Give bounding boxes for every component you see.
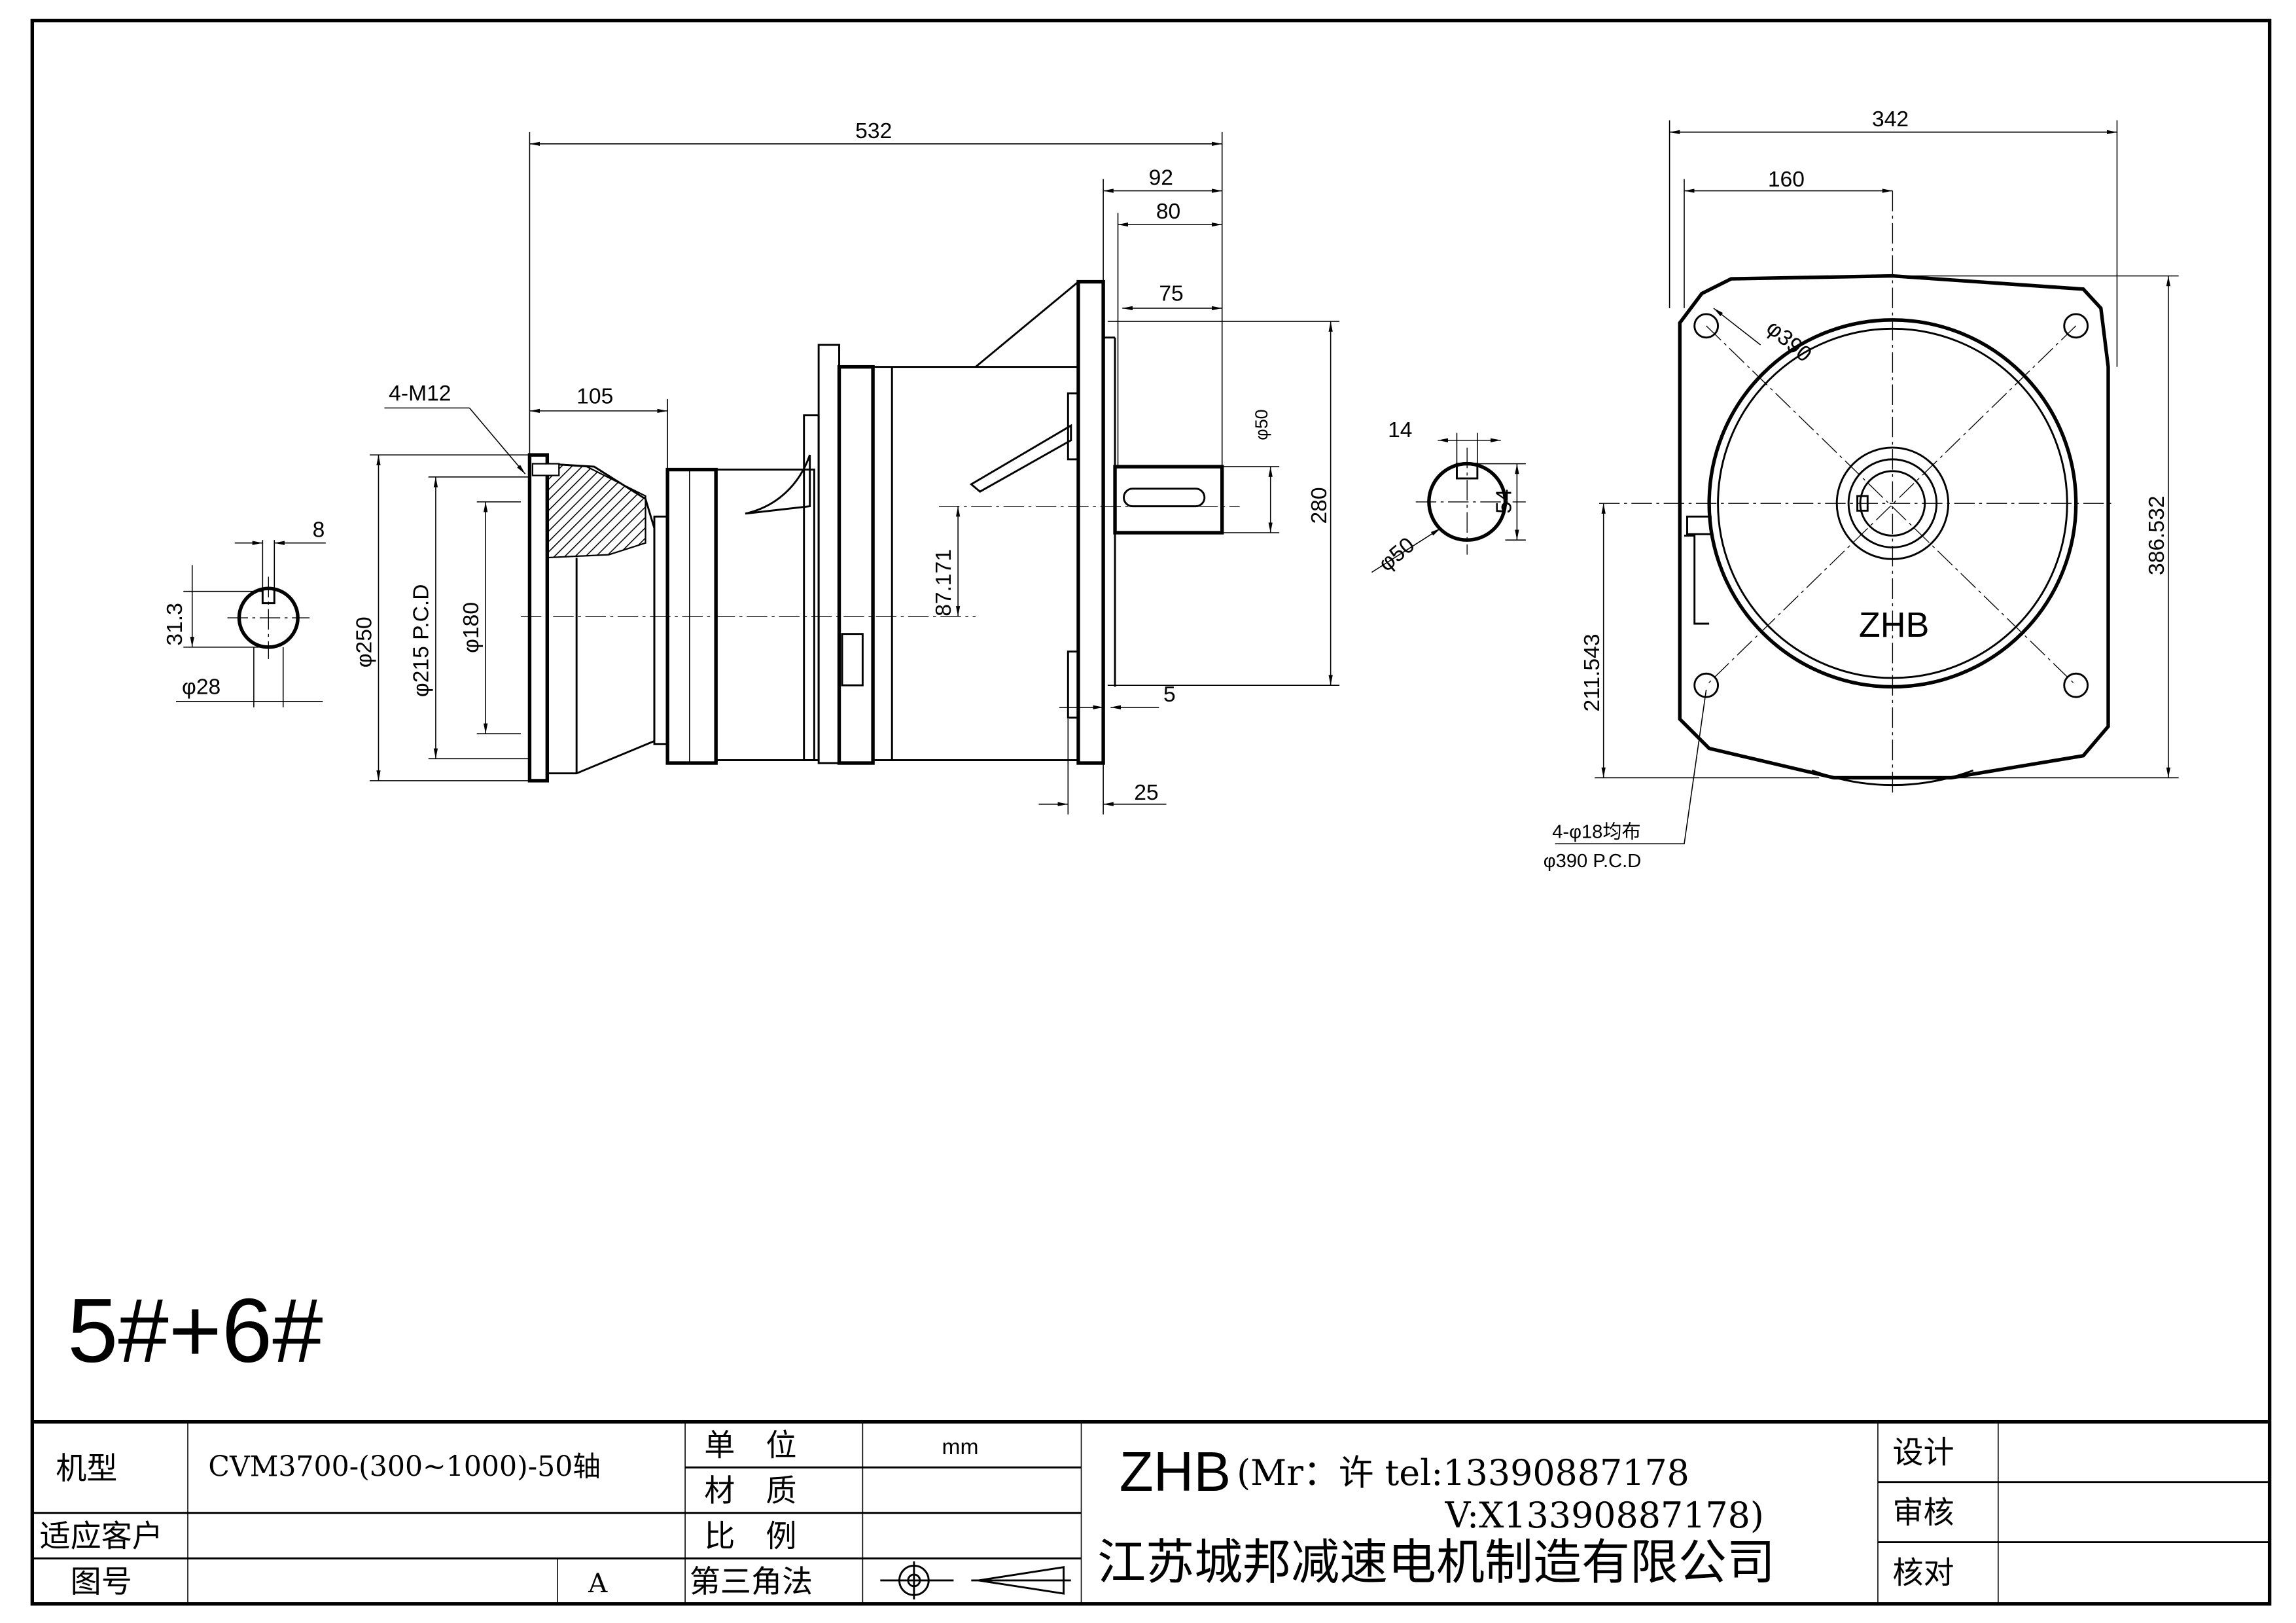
dim-offset-87: 87.171 bbox=[932, 549, 956, 616]
title-block: 机型 CVM3700-(300~1000)-50轴 适应客户 图号 A 单 位 … bbox=[32, 1420, 2270, 1604]
dim-center-height-211: 211.543 bbox=[1580, 633, 1604, 711]
third-angle-projection-icon bbox=[880, 1561, 1071, 1600]
dim-shaft-dia: φ50 bbox=[1252, 409, 1271, 440]
dim-half-width-160: 160 bbox=[1768, 168, 1805, 192]
dim-dia-250: φ250 bbox=[352, 616, 376, 668]
dim-dia-390: φ390 bbox=[1761, 315, 1816, 366]
holes-pcd-label: φ390 P.C.D bbox=[1544, 851, 1642, 872]
input-shaft-view: 8 31.3 φ28 bbox=[163, 518, 326, 707]
company-name: 江苏城邦减速电机制造有限公司 bbox=[1097, 1535, 1775, 1591]
revision: A bbox=[588, 1568, 608, 1599]
dim-dia-215-pcd: φ215 P.C.D bbox=[410, 584, 434, 698]
material-label: 材 质 bbox=[704, 1473, 796, 1509]
drawing-frame bbox=[30, 18, 2272, 1606]
dim-105: 105 bbox=[576, 385, 613, 409]
input-key-width: 8 bbox=[313, 518, 325, 543]
design-label: 设计 bbox=[1892, 1435, 1954, 1471]
side-view: 532 92 80 75 105 4-M12 φ250 φ215 P.C.D φ… bbox=[352, 119, 1340, 815]
dim-75: 75 bbox=[1159, 282, 1183, 306]
dim-5: 5 bbox=[1163, 683, 1176, 707]
unit-value: mm bbox=[942, 1435, 978, 1459]
check-label: 核对 bbox=[1892, 1555, 1954, 1591]
projection-label: 第三角法 bbox=[690, 1564, 813, 1600]
thread-label: 4-M12 bbox=[389, 382, 451, 406]
review-label: 审核 bbox=[1892, 1495, 1954, 1531]
section-key-height: 54 bbox=[1492, 489, 1516, 513]
dim-width-342: 342 bbox=[1872, 107, 1909, 132]
model-value: CVM3700-(300~1000)-50轴 bbox=[208, 1451, 601, 1484]
section-shaft-dia: φ50 bbox=[1374, 533, 1419, 576]
contact-line-1: (Mr：许 tel:13390887178 bbox=[1237, 1452, 1689, 1493]
dim-280: 280 bbox=[1307, 487, 1332, 524]
dim-height-386: 386.532 bbox=[2145, 495, 2169, 575]
scale-label: 比 例 bbox=[704, 1518, 796, 1554]
section-key-width: 14 bbox=[1388, 418, 1412, 442]
model-label: 机型 bbox=[56, 1451, 117, 1487]
brand: ZHB bbox=[1120, 1441, 1231, 1503]
customer-label: 适应客户 bbox=[40, 1518, 163, 1554]
input-shaft-dia: φ28 bbox=[182, 675, 221, 700]
dim-80: 80 bbox=[1156, 200, 1180, 224]
holes-label: 4-φ18均布 bbox=[1552, 821, 1640, 842]
dim-25: 25 bbox=[1134, 781, 1158, 805]
drawing-no-label: 图号 bbox=[71, 1564, 132, 1600]
input-key-height: 31.3 bbox=[163, 603, 187, 645]
dim-dia-180: φ180 bbox=[459, 602, 484, 653]
end-view-logo: ZHB bbox=[1859, 605, 1930, 645]
output-shaft-section: 14 54 φ50 bbox=[1371, 418, 1526, 577]
contact-line-2: V:X13390887178) bbox=[1445, 1495, 1764, 1536]
drawing-label: 5#+6# bbox=[67, 1280, 323, 1382]
dim-overall-length: 532 bbox=[855, 119, 892, 143]
unit-label: 单 位 bbox=[704, 1427, 796, 1463]
dim-92: 92 bbox=[1149, 166, 1173, 190]
end-view: ZHB 342 160 386.532 211.543 φ390 4-φ18均布… bbox=[1544, 107, 2179, 872]
